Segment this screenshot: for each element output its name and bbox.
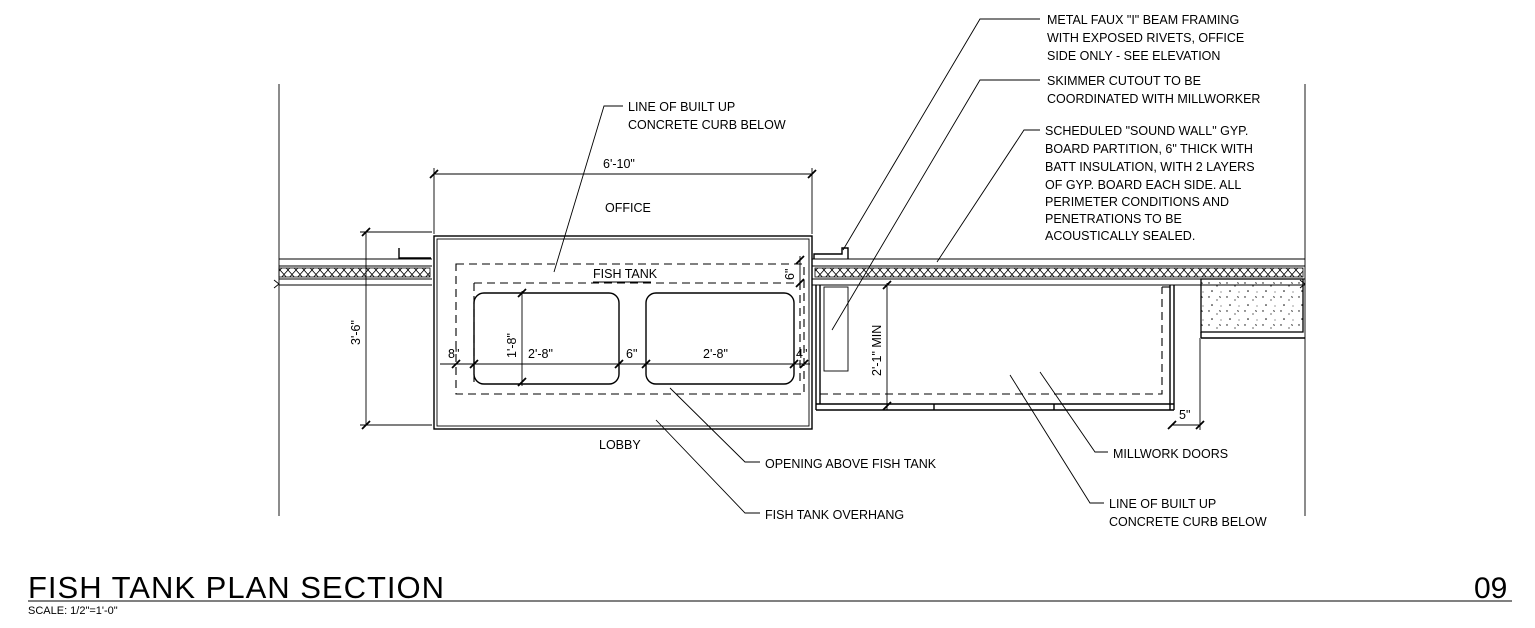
skimmer-cutout [823,286,849,372]
note-line: CONCRETE CURB BELOW [628,118,786,132]
dimension-opening-height [517,288,527,387]
note-line: LINE OF BUILT UP [628,100,735,114]
sheet-number: 09 [1474,572,1507,605]
note-line: PERIMETER CONDITIONS AND [1045,195,1229,209]
dimension-overall-width [429,168,817,234]
dim-opening-2-width-text: 2'-8" [703,347,728,361]
left-wall [273,248,432,289]
note-opening: OPENING ABOVE FISH TANK [765,457,937,471]
dim-wall-offset-text: 6" [783,269,797,280]
note-line: WITH EXPOSED RIVETS, OFFICE [1047,31,1244,45]
dimension-row-openings [440,359,810,369]
note-curb-line-top: LINE OF BUILT UP CONCRETE CURB BELOW [628,100,786,132]
dim-curb-offset-text: 5" [1179,408,1190,422]
note-line: LINE OF BUILT UP [1109,497,1216,511]
note-line: PENETRATIONS TO BE [1045,212,1182,226]
note-sound-wall: SCHEDULED "SOUND WALL" GYP. BOARD PARTIT… [1045,124,1255,243]
dimension-curb-offset [1167,338,1205,430]
opening-left [473,292,620,385]
drawing-title: FISH TANK PLAN SECTION [28,570,445,605]
dim-opening-height-text: 1'-8" [505,333,519,358]
note-line: BOARD PARTITION, 6" THICK WITH [1045,142,1253,156]
fish-tank-outline [433,235,813,430]
opening-right [645,292,795,385]
note-line: SIDE ONLY - SEE ELEVATION [1047,49,1220,63]
dimension-overall-depth [360,227,432,430]
dim-millwork-depth-text: 2'-1" MIN [870,325,884,376]
dim-opening-1-width-text: 2'-8" [528,347,553,361]
note-line: CONCRETE CURB BELOW [1109,515,1267,529]
note-i-beam: METAL FAUX "I" BEAM FRAMING WITH EXPOSED… [1047,13,1244,63]
millwork-cabinet [815,285,1175,411]
note-curb-line-bottom: LINE OF BUILT UP CONCRETE CURB BELOW [1109,497,1267,529]
dimension-wall-offset [795,255,805,288]
note-line: COORDINATED WITH MILLWORKER [1047,92,1260,106]
note-overhang: FISH TANK OVERHANG [765,508,904,522]
note-line: ACOUSTICALLY SEALED. [1045,229,1195,243]
dim-overall-depth-text: 3'-6" [349,320,363,345]
note-line: BATT INSULATION, WITH 2 LAYERS [1045,160,1255,174]
dimension-millwork-depth [882,280,892,411]
drawing-scale: SCALE: 1/2"=1'-0" [28,605,118,617]
dim-gap-middle-text: 6" [626,347,637,361]
office-label: OFFICE [605,201,651,215]
dim-edge-right-text: 4" [796,347,807,361]
note-line: METAL FAUX "I" BEAM FRAMING [1047,13,1239,27]
note-millwork-doors: MILLWORK DOORS [1113,447,1228,461]
dim-edge-left-text: 8" [448,347,459,361]
note-line: OF GYP. BOARD EACH SIDE. ALL [1045,178,1241,192]
leader-lines [553,18,1108,514]
concrete-column [1200,278,1305,339]
lobby-label: LOBBY [599,438,641,452]
note-line: SKIMMER CUTOUT TO BE [1047,74,1201,88]
note-skimmer: SKIMMER CUTOUT TO BE COORDINATED WITH MI… [1047,74,1260,106]
note-line: SCHEDULED "SOUND WALL" GYP. [1045,124,1248,138]
fish-tank-label: FISH TANK [593,267,658,281]
dim-overall-width-text: 6'-10" [603,157,635,171]
